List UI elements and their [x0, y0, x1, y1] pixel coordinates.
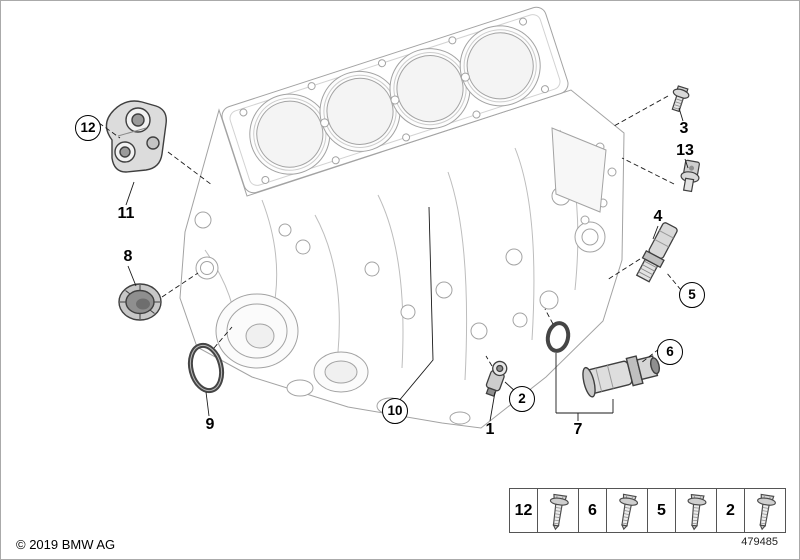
- block-deck: [221, 6, 569, 194]
- copyright-notice: © 2019 BMW AG: [16, 537, 116, 552]
- callout-12[interactable]: 12: [75, 115, 101, 141]
- part-4-valve: [635, 222, 678, 283]
- front-crank-boss: [215, 293, 369, 393]
- callout-8[interactable]: 8: [123, 248, 133, 265]
- part-11-housing: [105, 100, 167, 173]
- leader-lines: [125, 107, 689, 422]
- engine-block-drawing: [179, 6, 625, 429]
- callout-4[interactable]: 4: [653, 208, 663, 225]
- callout-2[interactable]: 2: [509, 386, 535, 412]
- part-8-plug: [118, 283, 162, 321]
- fastener-qty-5[interactable]: 5: [648, 489, 676, 532]
- part-3-screw-plug: [671, 85, 690, 113]
- water-pump-flange: [551, 127, 607, 213]
- fastener-legend-table: 12 6 5 2: [509, 488, 786, 533]
- part-1-sensor: [485, 360, 508, 397]
- fastener-qty-6[interactable]: 6: [579, 489, 607, 532]
- flange-bolt-icon: [607, 489, 648, 532]
- flange-bolt-icon: [745, 489, 785, 532]
- part-7-valve: [545, 321, 661, 398]
- flange-bolt-icon: [538, 489, 579, 532]
- callout-11[interactable]: 11: [117, 205, 135, 222]
- callout-13[interactable]: 13: [676, 142, 694, 159]
- cylinder-bores: [249, 25, 541, 175]
- part-7-oring: [545, 321, 571, 353]
- callout-6[interactable]: 6: [657, 339, 683, 365]
- part-9-seal: [187, 342, 225, 394]
- diagram-number: 479485: [741, 536, 778, 548]
- callout-7[interactable]: 7: [573, 421, 583, 438]
- leader-lines-dashed: [98, 95, 682, 367]
- callout-10[interactable]: 10: [382, 398, 408, 424]
- fastener-qty-12[interactable]: 12: [510, 489, 538, 532]
- callout-9[interactable]: 9: [205, 416, 215, 433]
- callout-3[interactable]: 3: [679, 120, 689, 137]
- callout-5[interactable]: 5: [679, 282, 705, 308]
- flange-bolt-icon: [676, 489, 717, 532]
- fastener-qty-2[interactable]: 2: [717, 489, 745, 532]
- part-13-sensor: [680, 159, 700, 193]
- callout-1[interactable]: 1: [485, 421, 495, 438]
- head-bolt-holes: [239, 17, 549, 184]
